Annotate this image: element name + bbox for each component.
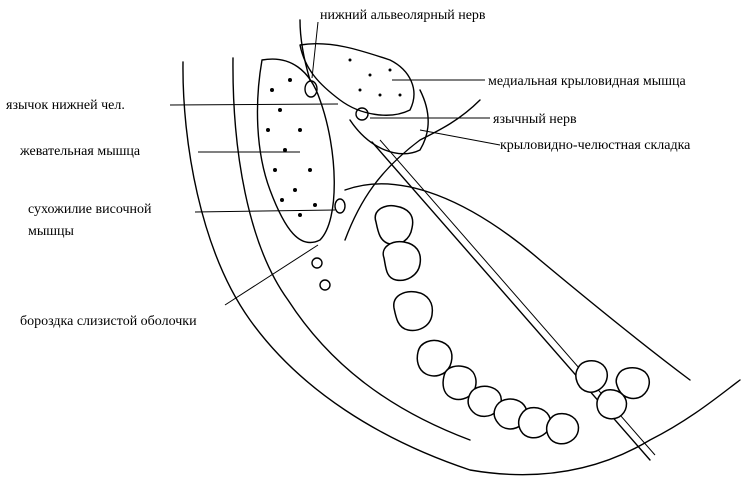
tooth-8 [519, 408, 551, 438]
leader-temporal-tendon [195, 210, 335, 212]
label-mucosal-groove: бороздка слизистой оболочки [20, 314, 197, 330]
tooth-2 [383, 242, 420, 281]
label-masseter: жевательная мышца [20, 144, 140, 160]
tooth-9 [547, 414, 579, 444]
masseter-texture [266, 78, 317, 217]
label-medial-pterygoid: медиальная крыловидная мышца [488, 74, 686, 90]
masseter-muscle-area [257, 59, 334, 242]
vessel-circle-2 [320, 280, 330, 290]
label-mandible-lingula: язычок нижней чел. [6, 98, 125, 114]
leader-lingula [170, 104, 338, 105]
tendon-circle [335, 199, 345, 213]
lingual-nerve-circle [356, 108, 368, 120]
label-pterygomandibular-fold: крыловидно-челюстная складка [500, 138, 690, 154]
pterygoid-outline [350, 90, 428, 154]
tooth-12 [597, 390, 627, 419]
teeth [375, 206, 649, 444]
mandible-outer-contour [183, 62, 740, 475]
tooth-1 [375, 206, 412, 245]
pterygoid-texture [349, 59, 402, 97]
label-temporal-tendon-line1: сухожилие височной [28, 202, 151, 218]
tooth-3 [394, 292, 433, 331]
mandible-inner-contour [233, 58, 470, 440]
label-inferior-alveolar-nerve: нижний альвеолярный нерв [320, 8, 486, 24]
leader-pterygomandibular-fold [420, 130, 500, 145]
vessel-circle-1 [312, 258, 322, 268]
label-temporal-tendon-line2: мышцы [28, 224, 74, 240]
leader-inferior-alveolar [312, 22, 318, 78]
leader-mucosal-groove [225, 245, 318, 305]
label-lingual-nerve: язычный нерв [493, 112, 577, 128]
tooth-10 [576, 361, 608, 392]
